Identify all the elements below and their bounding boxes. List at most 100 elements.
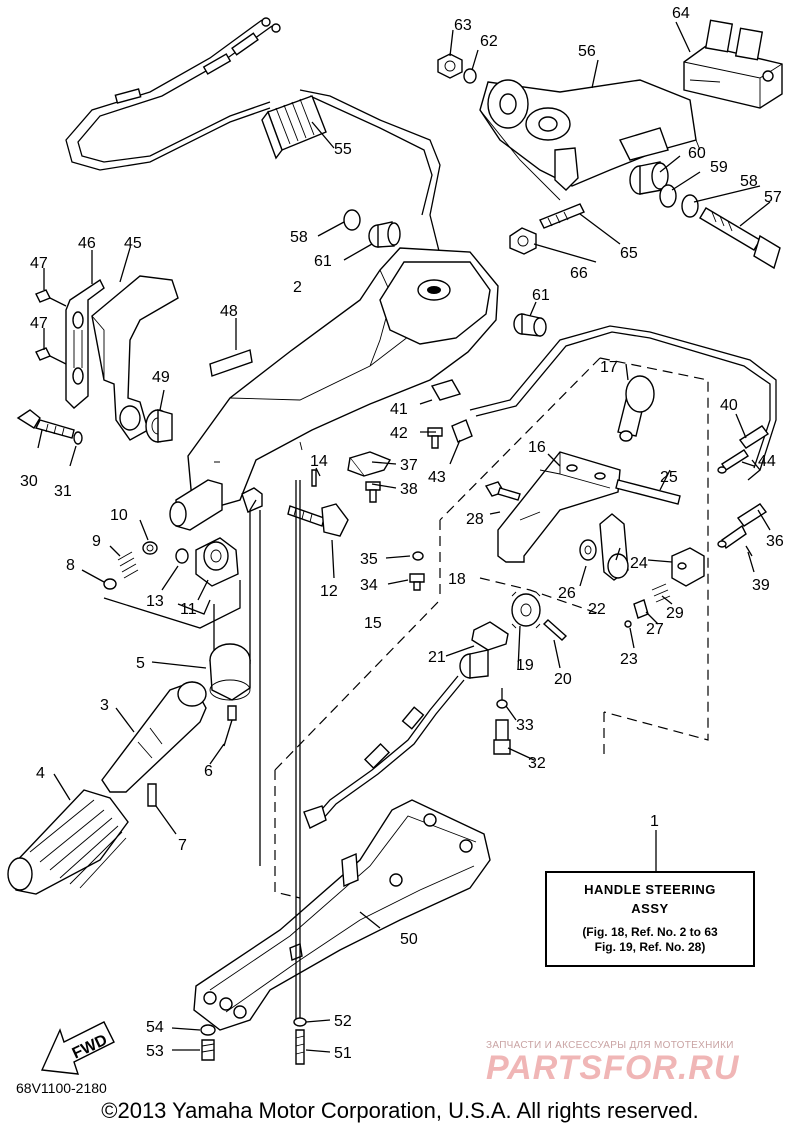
callout-65: 65	[620, 245, 638, 262]
throttle-cable-assembly	[65, 17, 441, 256]
callout-11: 11	[180, 601, 197, 618]
callout-50: 50	[400, 931, 418, 948]
callout-60: 60	[688, 145, 706, 162]
callout-64: 64	[672, 5, 690, 22]
watermark-tagline: ЗАПЧАСТИ И АКСЕССУАРЫ ДЛЯ МОТОТЕХНИКИ	[486, 1040, 734, 1051]
washer-62	[463, 68, 477, 84]
screw-53	[201, 1039, 215, 1061]
spring-29	[651, 583, 671, 603]
copyright: ©2013 Yamaha Motor Corporation, U.S.A. A…	[101, 1098, 699, 1123]
nut-63	[437, 53, 463, 79]
callout-55: 55	[334, 141, 352, 158]
callout-14: 14	[310, 453, 328, 470]
callout-12: 12	[320, 583, 338, 600]
cam-11	[195, 537, 239, 587]
callout-31: 31	[54, 483, 72, 500]
throttle-shaft-3	[101, 681, 207, 793]
callout-44: 44	[758, 453, 776, 470]
callout-47-top: 47	[30, 255, 48, 272]
lever-17	[617, 375, 655, 442]
bracket-16	[497, 451, 621, 563]
clip-41	[430, 379, 462, 401]
callout-5: 5	[136, 655, 145, 672]
grip-4	[7, 789, 129, 895]
screw-7	[147, 783, 177, 835]
bolt-65	[539, 203, 585, 229]
ball-23	[624, 620, 632, 628]
spring-9	[117, 551, 139, 579]
washer-33	[496, 699, 508, 709]
callout-40: 40	[720, 397, 738, 414]
connector-55	[261, 95, 327, 160]
callout-21: 21	[428, 649, 446, 666]
callout-4: 4	[36, 765, 45, 782]
watermark: ЗАПЧАСТИ И АКСЕССУАРЫ ДЛЯ МОТОТЕХНИКИ PA…	[486, 1040, 786, 1088]
screw-12	[287, 503, 349, 537]
callout-66: 66	[570, 265, 588, 282]
callout-58-right: 58	[740, 173, 758, 190]
bolt-57	[699, 207, 781, 270]
washer-54	[200, 1024, 216, 1036]
callout-27: 27	[646, 621, 664, 638]
screw-42	[427, 427, 443, 449]
screw-38	[365, 481, 381, 503]
callout-51: 51	[334, 1045, 352, 1062]
callout-46: 46	[78, 235, 96, 252]
callout-32: 32	[528, 755, 546, 772]
bushing-10	[142, 541, 158, 555]
pin-27	[633, 599, 649, 619]
callout-54: 54	[146, 1019, 164, 1036]
assy-ref-line-1: (Fig. 18, Ref. No. 2 to 63	[582, 925, 718, 939]
assy-title: HANDLE STEERING	[584, 882, 716, 897]
washer-31	[73, 431, 83, 445]
callout-24: 24	[630, 555, 648, 572]
callout-53: 53	[146, 1043, 164, 1060]
callout-48: 48	[220, 303, 238, 320]
callout-43: 43	[428, 469, 446, 486]
assy-info-box: HANDLE STEERING ASSY (Fig. 18, Ref. No. …	[545, 871, 755, 967]
callout-28: 28	[466, 511, 484, 528]
clamp-43	[451, 419, 473, 443]
callout-30: 30	[20, 473, 38, 490]
pin-14	[311, 469, 317, 487]
callout-22: 22	[588, 601, 606, 618]
block-24	[671, 547, 705, 587]
screw-51	[295, 1029, 305, 1065]
callout-23: 23	[620, 651, 638, 668]
callout-47-bottom: 47	[30, 315, 48, 332]
pin-20	[542, 619, 568, 641]
callout-45: 45	[124, 235, 142, 252]
watermark-logo: PARTSFOR.RU	[486, 1049, 740, 1087]
screw-6	[223, 705, 237, 747]
bolt-47-bottom	[35, 347, 67, 365]
assy-subtitle: ASSY	[631, 901, 669, 916]
arm-22	[599, 513, 629, 581]
callout-9: 9	[92, 533, 101, 550]
callout-3: 3	[100, 697, 109, 714]
gear-19	[511, 591, 541, 629]
plate-46	[65, 278, 105, 409]
bolt-47-top	[35, 289, 67, 307]
block-64	[683, 19, 783, 109]
assy-ref-line-2: Fig. 19, Ref. No. 28)	[594, 940, 706, 954]
callout-29: 29	[666, 605, 684, 622]
callout-52: 52	[334, 1013, 352, 1030]
washer-58	[681, 194, 699, 218]
callout-59: 59	[710, 159, 728, 176]
callout-35: 35	[360, 551, 378, 568]
bottom-cover-50	[193, 799, 491, 1031]
callout-15: 15	[364, 615, 382, 632]
callout-1: 1	[650, 813, 659, 830]
callout-2: 2	[293, 279, 302, 296]
callout-19: 19	[516, 657, 534, 674]
washer-52	[293, 1017, 307, 1027]
callout-56: 56	[578, 43, 596, 60]
screw-34	[409, 573, 425, 591]
callout-61-left: 61	[314, 253, 332, 270]
callout-17: 17	[600, 359, 618, 376]
washer-59	[659, 184, 677, 208]
callout-25: 25	[660, 469, 678, 486]
bracket-45	[91, 275, 179, 441]
assembly-outline	[274, 357, 709, 899]
